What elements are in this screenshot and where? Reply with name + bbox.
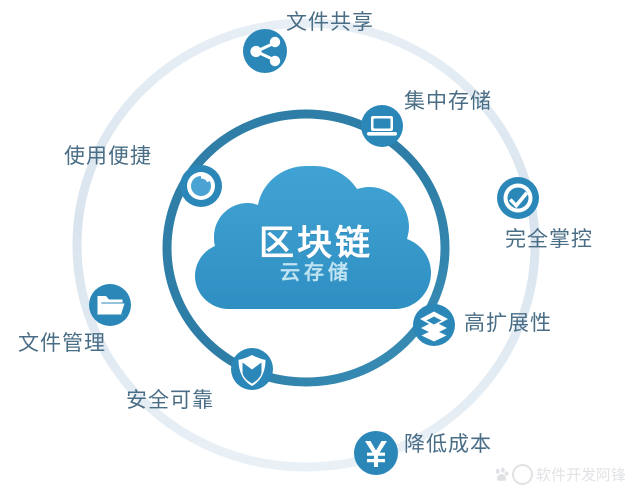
baidu-paw-icon — [495, 467, 509, 481]
refresh-circle-icon — [191, 175, 211, 196]
watermark: 软件开发阿锋 — [494, 464, 626, 485]
node-icon-lower-cost[interactable] — [354, 431, 398, 475]
yen-coin-icon — [365, 441, 387, 467]
label-safe-reliable: 安全可靠 — [126, 389, 214, 412]
label-easy-to-use: 使用便捷 — [64, 145, 152, 168]
node-icon-file-share[interactable] — [243, 29, 287, 73]
monitor-icon — [367, 116, 397, 136]
cloud-subtitle: 云存储 — [0, 256, 632, 285]
label-lower-cost: 降低成本 — [404, 433, 492, 456]
check-circle-icon — [509, 191, 528, 209]
inner-ring — [162, 109, 450, 387]
cloud-subtitle-text: 云存储 — [280, 262, 352, 284]
watermark-text: 软件开发阿锋 — [536, 467, 627, 484]
node-icon-safe-reliable[interactable] — [231, 348, 273, 390]
node-icon-file-management[interactable] — [89, 284, 131, 326]
node-icon-centralized-storage[interactable] — [361, 105, 403, 147]
node-icon-easy-to-use[interactable] — [180, 165, 222, 207]
folder-icon — [97, 296, 126, 316]
label-high-scalability: 高扩展性 — [464, 312, 552, 335]
label-file-share: 文件共享 — [286, 11, 374, 34]
cloud-title-text: 区块链 — [258, 224, 373, 263]
baidu-logo-icon — [512, 464, 533, 485]
cloud-title: 区块链 — [0, 215, 632, 266]
shield-icon — [238, 355, 266, 386]
node-icon-full-control[interactable] — [497, 177, 539, 219]
node-icon-high-scalability[interactable] — [413, 304, 455, 346]
share-icon — [250, 36, 281, 67]
label-centralized-storage: 集中存储 — [404, 90, 492, 113]
label-file-management: 文件管理 — [18, 332, 106, 355]
outer-ring — [72, 18, 540, 472]
cloud-shape — [195, 166, 431, 309]
label-full-control: 完全掌控 — [505, 228, 593, 251]
